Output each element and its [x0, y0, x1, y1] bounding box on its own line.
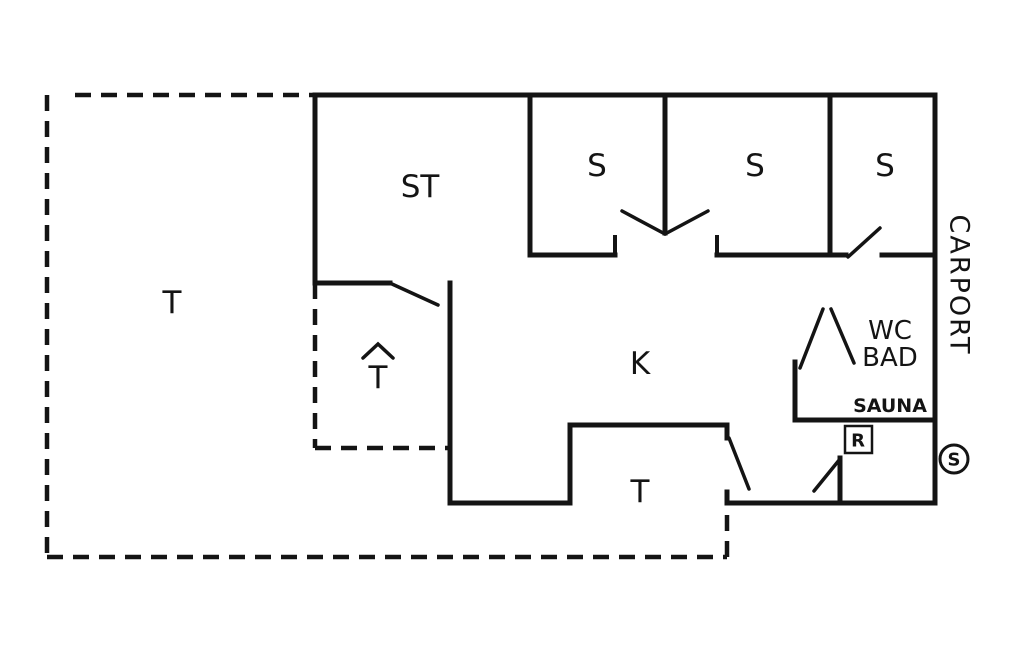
- terrace-door-leaf: [727, 436, 751, 491]
- carport-label: CARPORT: [944, 215, 975, 356]
- terrace-left-label: T: [162, 285, 183, 321]
- entry-door-leaf: [812, 457, 842, 493]
- sauna-label: SAUNA: [853, 395, 927, 417]
- bedroom2-door-leaf: [663, 209, 710, 236]
- terrace-dashed-outline: [44, 92, 730, 560]
- entrance-caret-icon: [361, 341, 395, 360]
- radiator-box: [843, 424, 874, 455]
- terrace-bottom-label: T: [630, 474, 651, 510]
- hall-door-leaf: [829, 307, 856, 365]
- exterior-walls: [312, 92, 938, 506]
- bathroom-door-leaf: [798, 307, 825, 370]
- interior-walls: [312, 92, 938, 506]
- livingroom-door-leaf: [390, 282, 440, 307]
- bedroom-3-label: S: [875, 148, 895, 184]
- bedroom3-door-leaf: [846, 226, 882, 259]
- entrance-terrace-label: T: [368, 360, 389, 396]
- bad-label: BAD: [862, 343, 918, 373]
- symbols: [361, 341, 970, 475]
- door-leaves: [390, 209, 882, 493]
- s-marker-label: S: [948, 450, 961, 471]
- bedroom1-door-leaf: [620, 209, 667, 236]
- kitchen-label: K: [630, 346, 651, 382]
- wc-label: WC: [868, 316, 912, 346]
- living-room-label: ST: [401, 169, 441, 205]
- bedroom-2-label: S: [745, 148, 765, 184]
- radiator-label: R: [851, 431, 865, 452]
- s-marker-circle: [938, 443, 970, 475]
- bedroom-1-label: S: [587, 148, 607, 184]
- labels: T ST S S S K T WC BAD SAUNA R T CARPORT …: [162, 148, 975, 510]
